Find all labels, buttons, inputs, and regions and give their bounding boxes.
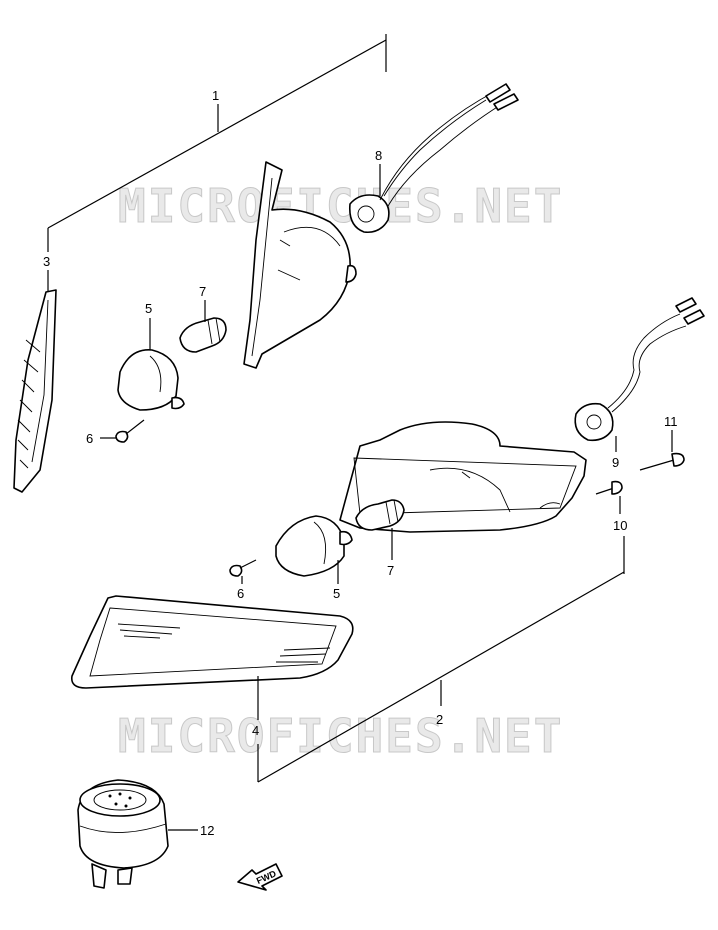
callout-11: 11 <box>664 414 678 429</box>
bracket-assembly-2 <box>257 536 625 783</box>
lens-part-4 <box>70 595 354 689</box>
bulb-part-7-upper <box>179 317 227 353</box>
callout-7-upper: 7 <box>199 284 206 299</box>
watermark-top: MICROFICHES.NET <box>118 179 563 233</box>
bracket-assembly-1 <box>47 34 387 252</box>
callout-2: 2 <box>436 712 443 727</box>
callout-5-upper: 5 <box>145 301 152 316</box>
callout-5-lower: 5 <box>333 586 340 601</box>
callout-12: 12 <box>200 823 214 838</box>
screw-part-6-lower <box>229 559 257 577</box>
callout-1: 1 <box>212 88 219 103</box>
callout-6-upper: 6 <box>86 431 93 446</box>
screw-part-6-upper <box>115 419 145 443</box>
callout-3: 3 <box>43 254 50 269</box>
callout-8: 8 <box>375 148 382 163</box>
bulb-cover-part-5-upper <box>117 349 185 411</box>
socket-harness-part-8 <box>348 83 519 234</box>
callout-4: 4 <box>252 723 259 738</box>
callout-6-lower: 6 <box>237 586 244 601</box>
forward-arrow-icon: FWD <box>237 863 283 891</box>
bulb-cover-part-5-lower <box>275 515 353 577</box>
lamp-housing-upper <box>243 161 357 369</box>
callout-9: 9 <box>612 455 619 470</box>
callout-7-lower: 7 <box>387 563 394 578</box>
watermark-bottom: MICROFICHES.NET <box>118 709 563 763</box>
screw-part-10 <box>595 480 623 495</box>
side-lens-part-3 <box>13 289 57 493</box>
socket-harness-part-9 <box>574 297 705 442</box>
bulb-part-7-lower <box>355 499 405 531</box>
relay-part-12 <box>77 779 169 889</box>
screw-part-11 <box>639 452 685 471</box>
callout-10: 10 <box>613 518 627 533</box>
